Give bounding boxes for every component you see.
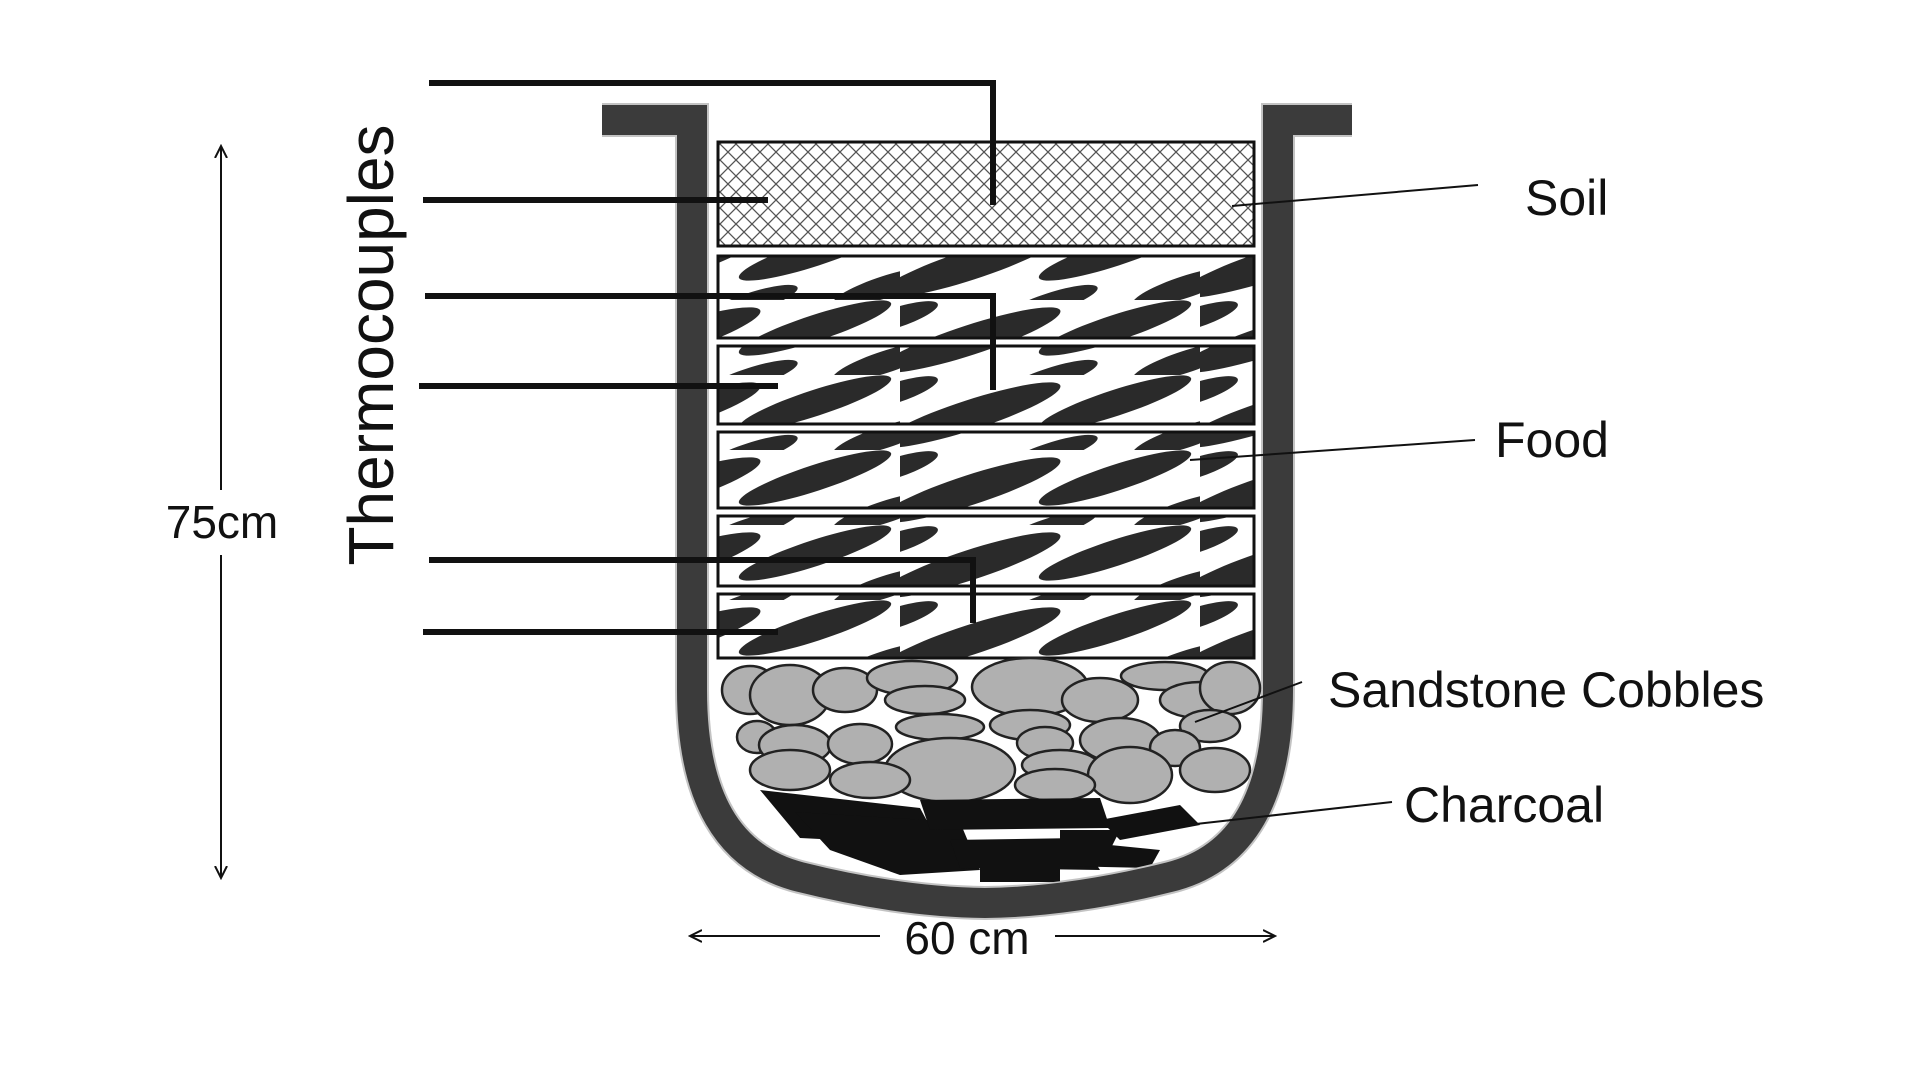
charcoal-label: Charcoal	[1404, 777, 1604, 833]
thermocouples-label: Thermocouples	[335, 124, 407, 565]
charcoal-leader-line	[1177, 801, 1393, 827]
thermocouple-wire	[425, 293, 996, 390]
food-leader-line	[1189, 439, 1476, 461]
food-layer	[716, 344, 1256, 426]
food-label: Food	[1495, 412, 1609, 468]
thermocouple-wires	[419, 80, 996, 635]
charcoal-layer	[760, 790, 1200, 882]
width-dimension-label: 60 cm	[904, 912, 1029, 964]
sandstone-cobbles	[720, 656, 1262, 805]
cobbles-leader-line	[1194, 681, 1303, 723]
soil-layer	[716, 140, 1256, 248]
thermocouple-wire	[429, 557, 976, 623]
soil-leader-line	[1231, 184, 1479, 207]
food-layer	[716, 514, 1256, 588]
food-layers	[716, 254, 1256, 660]
food-layer	[716, 592, 1256, 660]
thermocouple-wire	[429, 80, 996, 205]
sandstone-cobbles-label: Sandstone Cobbles	[1328, 662, 1764, 718]
soil-label: Soil	[1525, 170, 1608, 226]
pit-wall	[602, 105, 1352, 919]
food-layer	[716, 430, 1256, 510]
height-dimension-label: 75cm	[166, 496, 278, 548]
